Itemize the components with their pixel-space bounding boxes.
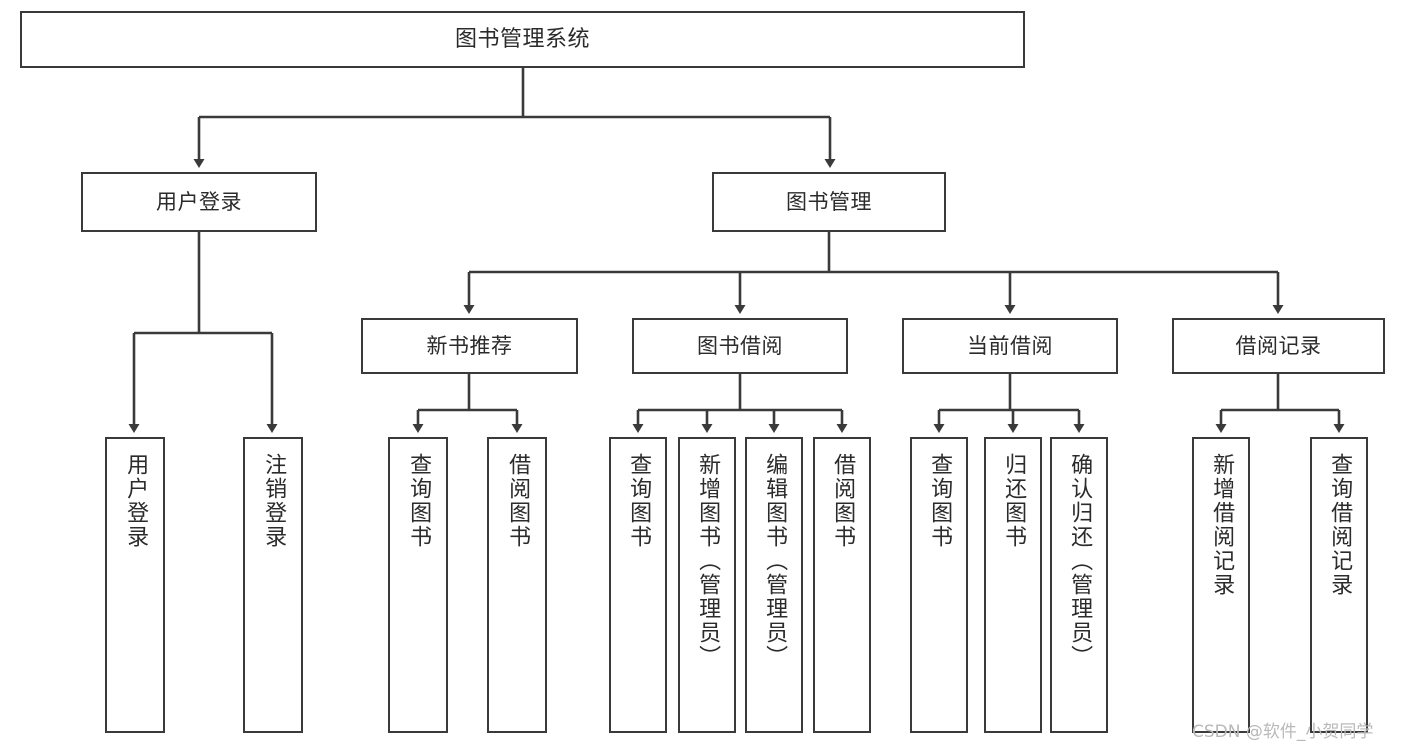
node-book-borrow-label: 图书借阅 [697, 333, 783, 358]
node-root[interactable]: 图书管理系统 [20, 11, 1025, 68]
leaf-return-book-label: 归还图书 [1001, 453, 1027, 549]
leaf-query-record[interactable]: 查询借阅记录 [1310, 437, 1368, 733]
leaf-add-book[interactable]: 新增图书（管理员） [678, 437, 736, 733]
node-book-manage-label: 图书管理 [786, 189, 872, 214]
leaf-user-logout-label: 注销登录 [261, 453, 287, 549]
leaf-borrow-book-rec-label: 借阅图书 [505, 453, 531, 549]
leaf-query-book-borrow-label: 查询图书 [626, 453, 652, 549]
leaf-borrow-book[interactable]: 借阅图书 [813, 437, 871, 733]
node-new-book-rec[interactable]: 新书推荐 [361, 318, 578, 374]
node-user-login[interactable]: 用户登录 [81, 172, 317, 232]
leaf-query-book-cur[interactable]: 查询图书 [910, 437, 968, 733]
leaf-user-login[interactable]: 用户登录 [105, 437, 165, 733]
node-user-login-label: 用户登录 [156, 189, 242, 214]
leaf-query-record-label: 查询借阅记录 [1327, 453, 1353, 597]
node-current-borrow-label: 当前借阅 [967, 333, 1053, 358]
leaf-query-book-borrow[interactable]: 查询图书 [609, 437, 667, 733]
leaf-query-book-cur-label: 查询图书 [927, 453, 953, 549]
leaf-add-record[interactable]: 新增借阅记录 [1192, 437, 1250, 733]
leaf-return-book[interactable]: 归还图书 [984, 437, 1042, 733]
leaf-edit-book[interactable]: 编辑图书（管理员） [745, 437, 803, 733]
node-borrow-record-label: 借阅记录 [1235, 333, 1322, 358]
leaf-user-login-label: 用户登录 [123, 453, 149, 549]
csdn-watermark: CSDN @软件_小贺同学 [1192, 722, 1374, 742]
leaf-add-book-label: 新增图书（管理员） [695, 453, 721, 669]
node-root-label: 图书管理系统 [454, 26, 590, 52]
leaf-borrow-book-label: 借阅图书 [830, 453, 856, 549]
leaf-confirm-return[interactable]: 确认归还（管理员） [1050, 437, 1108, 733]
node-new-book-rec-label: 新书推荐 [426, 333, 513, 358]
leaf-query-book-rec[interactable]: 查询图书 [388, 437, 448, 733]
node-borrow-record[interactable]: 借阅记录 [1172, 318, 1385, 374]
leaf-user-logout[interactable]: 注销登录 [243, 437, 303, 733]
node-book-borrow[interactable]: 图书借阅 [632, 318, 848, 374]
leaf-confirm-return-label: 确认归还（管理员） [1067, 453, 1093, 669]
leaf-query-book-rec-label: 查询图书 [406, 453, 432, 549]
leaf-edit-book-label: 编辑图书（管理员） [762, 453, 788, 669]
leaf-borrow-book-rec[interactable]: 借阅图书 [487, 437, 547, 733]
node-current-borrow[interactable]: 当前借阅 [902, 318, 1118, 374]
node-book-manage[interactable]: 图书管理 [712, 172, 946, 232]
leaf-add-record-label: 新增借阅记录 [1209, 453, 1235, 597]
